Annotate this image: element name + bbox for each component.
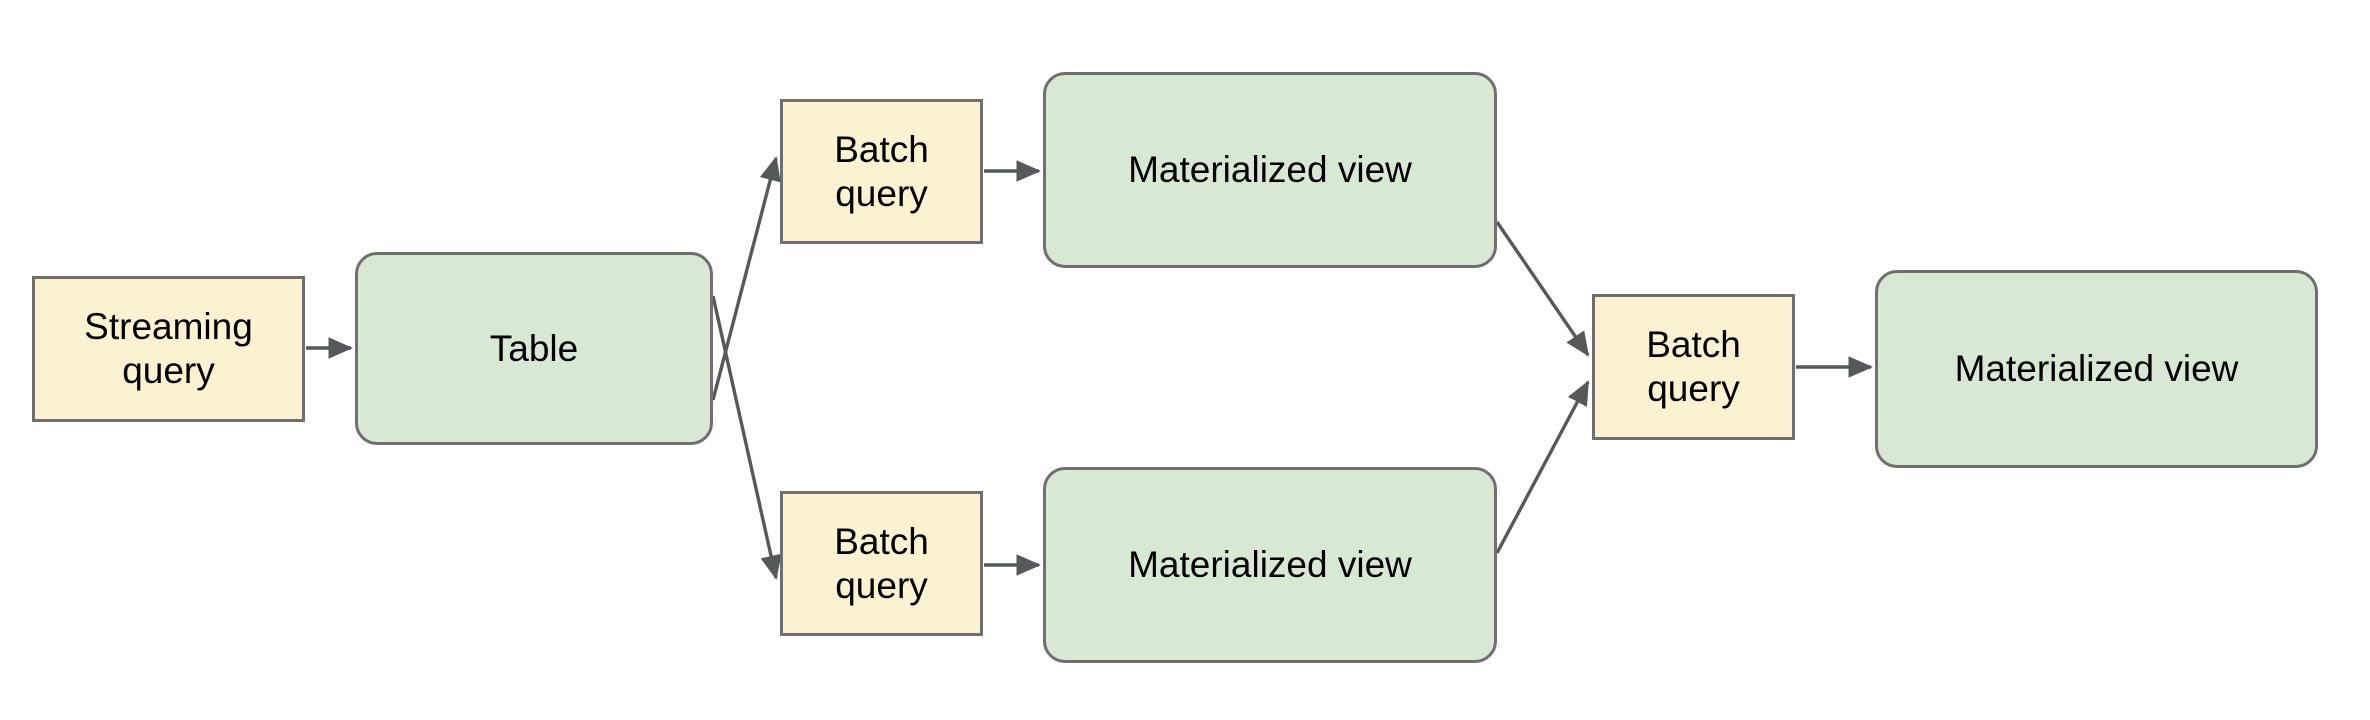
node-streaming-query[interactable]: Streaming query: [32, 276, 305, 422]
edge-table-to-batch-query-top: [711, 156, 781, 401]
node-materialized-view-bottom[interactable]: Materialized view: [1043, 467, 1497, 663]
edge-table-to-batch-query-bottom: [711, 295, 782, 580]
edge-materialized-view-bottom-to-batch-query-join: [1495, 380, 1590, 554]
edge-materialized-view-top-to-batch-query-join: [1495, 221, 1590, 357]
node-table-label: Table: [489, 327, 579, 369]
node-materialized-view-final-label: Materialized view: [1954, 348, 2239, 390]
node-table[interactable]: Table: [355, 252, 713, 445]
node-materialized-view-top-label: Materialized view: [1128, 149, 1412, 191]
node-batch-query-bottom[interactable]: Batch query: [780, 491, 983, 636]
node-materialized-view-final[interactable]: Materialized view: [1875, 270, 2318, 468]
node-batch-query-top[interactable]: Batch query: [780, 99, 983, 244]
node-batch-query-bottom-label: Batch query: [834, 520, 929, 606]
node-batch-query-join[interactable]: Batch query: [1592, 294, 1795, 440]
node-streaming-query-label: Streaming query: [84, 306, 253, 391]
node-materialized-view-bottom-label: Materialized view: [1128, 544, 1412, 586]
node-batch-query-top-label: Batch query: [834, 128, 929, 214]
node-batch-query-join-label: Batch query: [1646, 324, 1741, 409]
node-materialized-view-top[interactable]: Materialized view: [1043, 72, 1497, 268]
